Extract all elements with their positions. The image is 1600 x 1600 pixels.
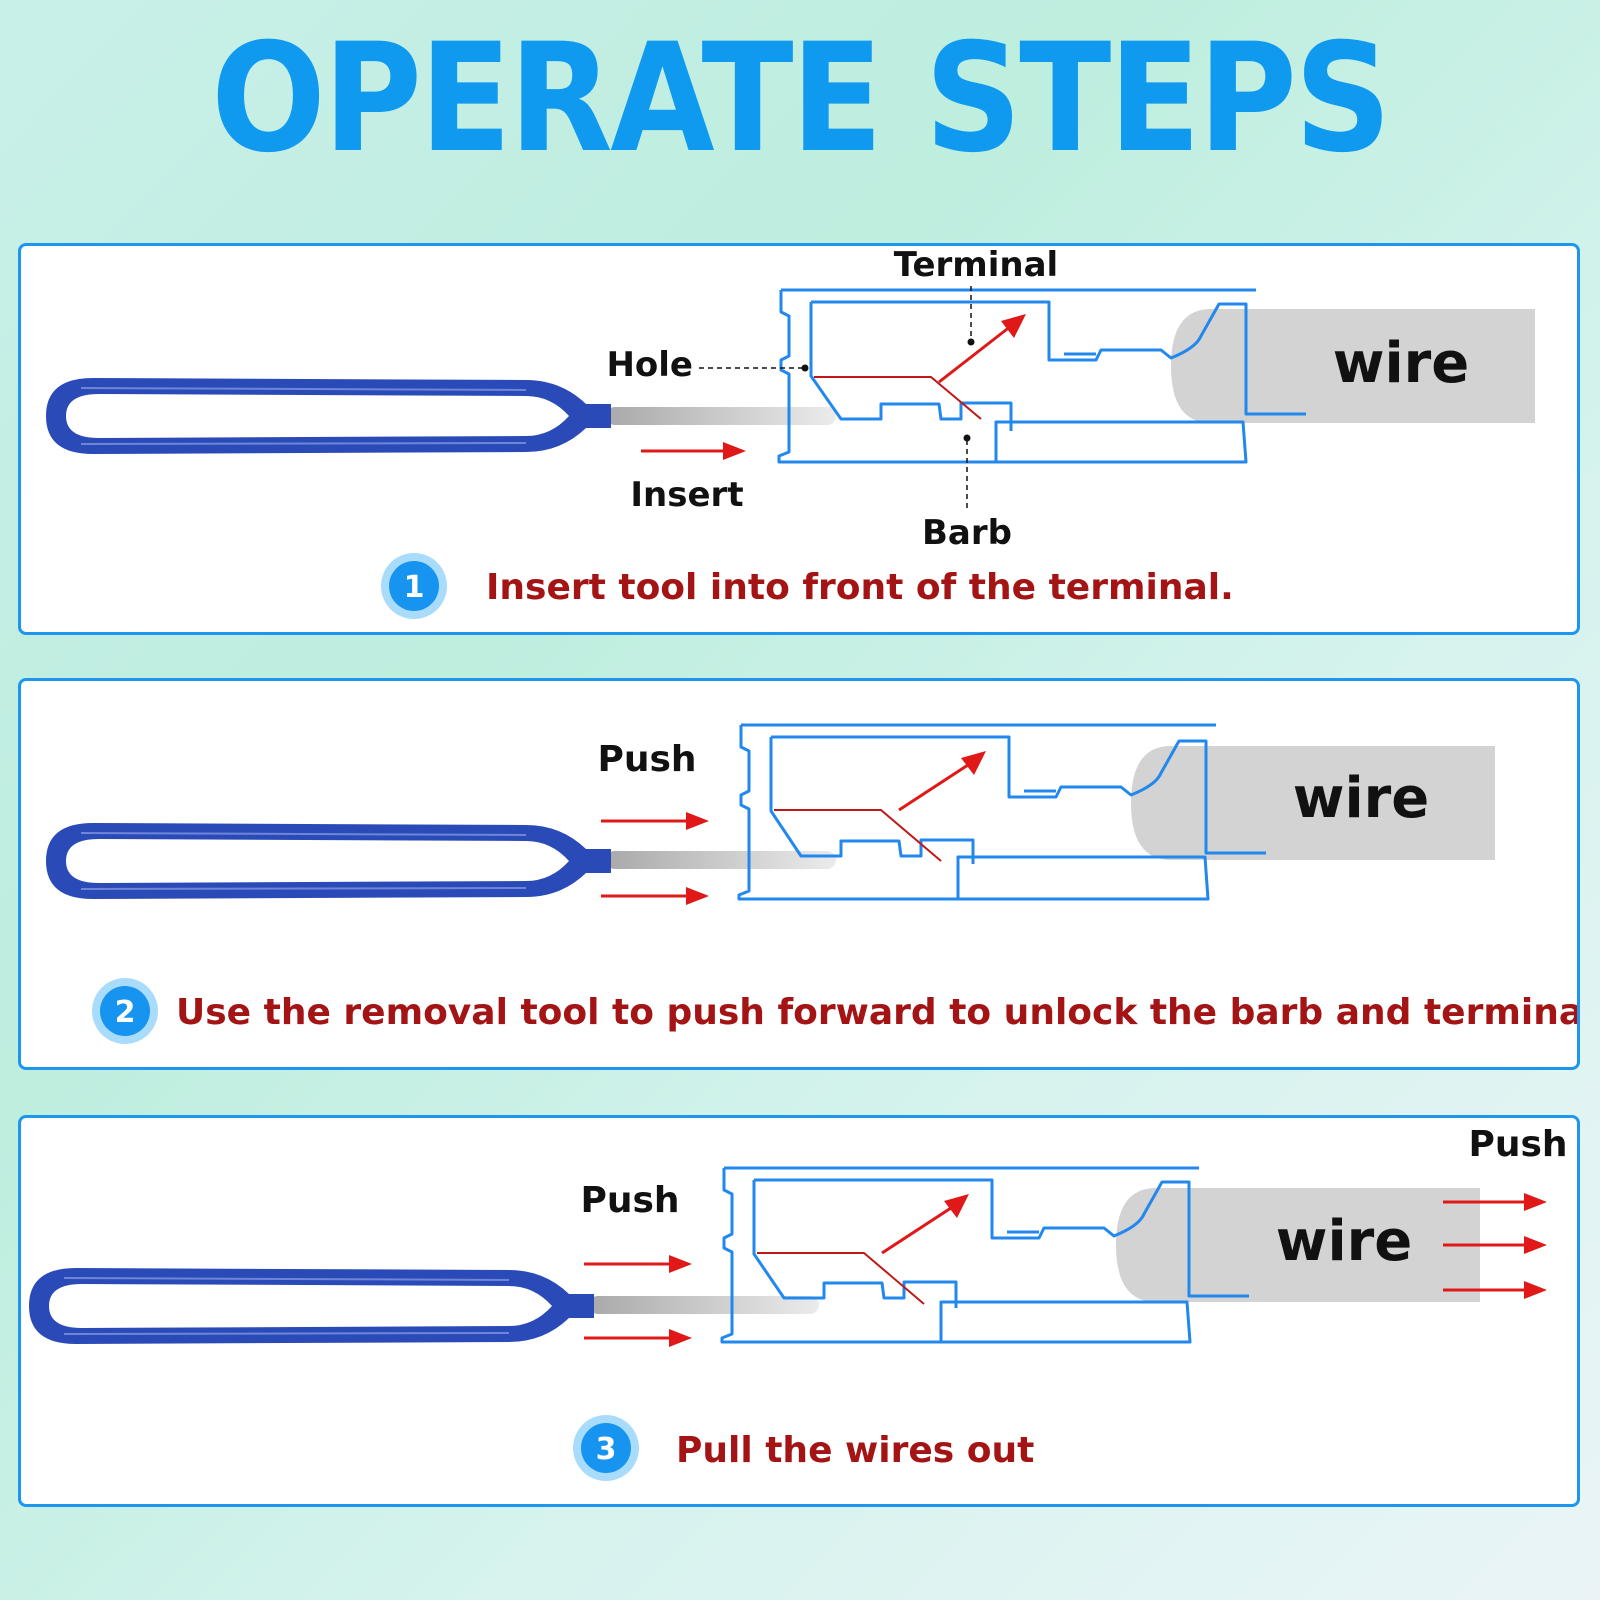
step-number: 2: [115, 995, 136, 1030]
step-number: 3: [596, 1432, 617, 1467]
lever-arrow-icon: [938, 314, 1026, 384]
step-1-diagram: Terminal Hole Insert Barb wire 1 Insert …: [46, 246, 1535, 619]
step-number: 1: [404, 570, 425, 605]
terminal-outline-icon: [777, 288, 1306, 464]
leader-lines: [699, 286, 972, 508]
step-number-badge: 1: [381, 553, 447, 619]
hole-dot: [801, 364, 809, 372]
wire-icon: [1131, 746, 1495, 860]
barb-lever-line: [757, 1252, 925, 1305]
label-insert: Insert: [630, 475, 743, 515]
step-caption: Insert tool into front of the terminal.: [486, 567, 1234, 608]
step-number-badge: 2: [92, 978, 158, 1044]
label-hole: Hole: [606, 345, 693, 385]
wire-pull-arrows: [1443, 1193, 1547, 1299]
terminal-dot: [967, 338, 975, 346]
removal-tool-icon: [46, 378, 836, 454]
label-wire: wire: [1293, 766, 1430, 831]
terminal-outline-icon: [720, 1166, 1249, 1344]
label-push: Push: [597, 739, 696, 780]
label-push-left: Push: [580, 1180, 679, 1221]
lever-arrow-icon: [898, 751, 986, 812]
label-wire: wire: [1333, 331, 1470, 396]
barb-lever-line: [774, 809, 942, 862]
step-3-diagram: Push Push wire 3 Pull the wires out: [29, 1124, 1568, 1481]
step-caption: Pull the wires out: [676, 1430, 1034, 1471]
removal-tool-icon: [46, 823, 836, 899]
label-wire: wire: [1276, 1209, 1413, 1274]
wire-icon: [1116, 1188, 1480, 1302]
barb-lever-line: [814, 376, 982, 420]
step-number-badge: 3: [573, 1415, 639, 1481]
label-barb: Barb: [922, 513, 1012, 553]
label-terminal: Terminal: [894, 246, 1058, 285]
page-title: OPERATE STEPS: [211, 12, 1391, 186]
step-caption: Use the removal tool to push forward to …: [176, 992, 1580, 1033]
barb-dot: [963, 434, 971, 442]
removal-tool-icon: [29, 1268, 819, 1344]
arrow-right-icon: [584, 1255, 692, 1347]
step-3-panel: Push Push wire 3 Pull the wires out: [18, 1115, 1580, 1507]
wire-icon: [1171, 309, 1535, 423]
step-1-panel: Terminal Hole Insert Barb wire 1 Insert …: [18, 243, 1580, 635]
terminal-outline-icon: [737, 723, 1266, 901]
arrow-right-icon: [641, 442, 746, 460]
step-2-panel: Push wire 2 Use the removal tool to push…: [18, 678, 1580, 1070]
arrow-right-icon: [601, 812, 709, 905]
step-2-diagram: Push wire 2 Use the removal tool to push…: [46, 723, 1580, 1044]
label-push-right: Push: [1468, 1124, 1567, 1165]
lever-arrow-icon: [881, 1194, 969, 1255]
